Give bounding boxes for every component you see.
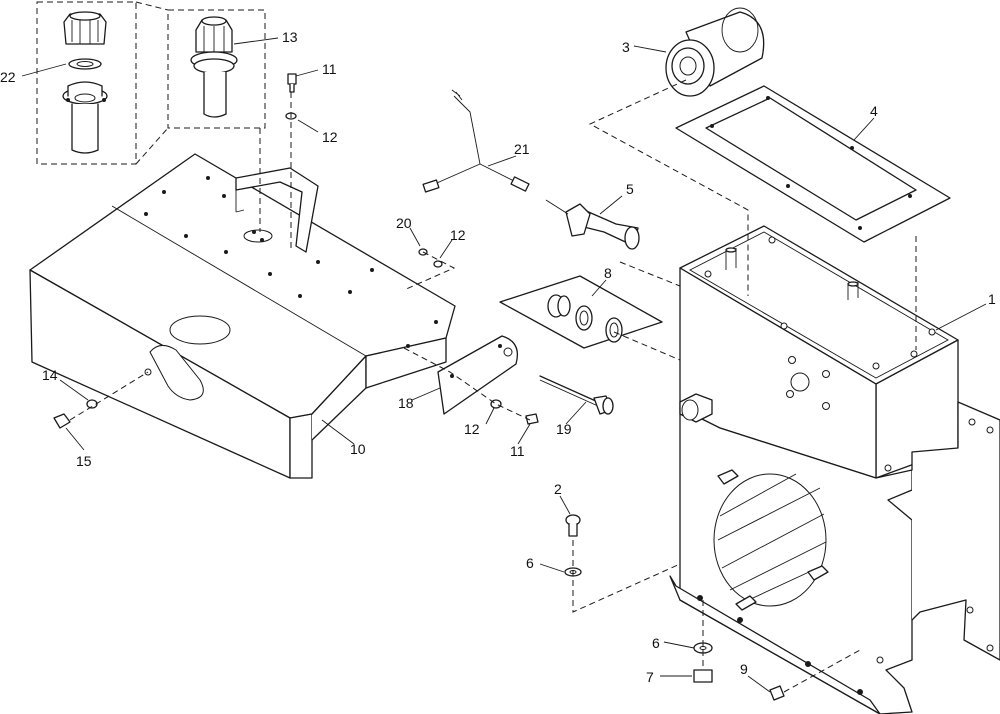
- callout-20: 20: [396, 215, 412, 231]
- callout-19: 19: [556, 421, 572, 437]
- callout-7: 7: [646, 669, 654, 685]
- callout-6-lower: 6: [652, 635, 660, 651]
- filter-cap-part-22: [62, 11, 108, 154]
- callout-9: 9: [740, 661, 748, 677]
- callout-12-middle: 12: [450, 227, 466, 243]
- callouts: 1 2 3 4 5 6 6 7 8 9 10 11 11 12 12 12 13…: [0, 29, 996, 685]
- callout-5: 5: [626, 181, 634, 197]
- leader-lines: [21, 37, 987, 693]
- callout-2: 2: [554, 481, 562, 497]
- hardware: [53, 73, 785, 701]
- callout-13: 13: [282, 29, 298, 45]
- callout-3: 3: [622, 39, 630, 55]
- level-probe-part-19: [539, 375, 614, 415]
- filter-element-part-3: [665, 7, 765, 97]
- callout-10: 10: [350, 441, 366, 457]
- callout-8: 8: [604, 265, 612, 281]
- callout-11-upper: 11: [322, 61, 337, 77]
- wiring-harness-part-21: [422, 89, 530, 193]
- callout-21: 21: [514, 141, 530, 157]
- filter-breather-part-13: [190, 16, 238, 118]
- callout-6-upper: 6: [526, 555, 534, 571]
- callout-22: 22: [0, 69, 16, 85]
- callout-4: 4: [870, 103, 878, 119]
- fitting-kit-part-8: [499, 275, 663, 349]
- detail-box-filter-assembly: [36, 1, 266, 165]
- assembly-lines: [69, 79, 917, 693]
- callout-18: 18: [398, 395, 414, 411]
- callout-1: 1: [988, 291, 996, 307]
- tank-cover-part-10: [29, 153, 456, 479]
- callout-12-lower: 12: [464, 421, 480, 437]
- callout-11-lower: 11: [510, 443, 525, 459]
- callout-14: 14: [42, 367, 58, 383]
- gasket-part-4: [675, 85, 951, 243]
- callout-12-upper: 12: [322, 129, 338, 145]
- cover-plate-part-18: [437, 335, 519, 415]
- reservoir-frame-part-1: [669, 225, 1000, 714]
- temperature-sender-part-5: [545, 199, 640, 250]
- callout-15: 15: [76, 453, 92, 469]
